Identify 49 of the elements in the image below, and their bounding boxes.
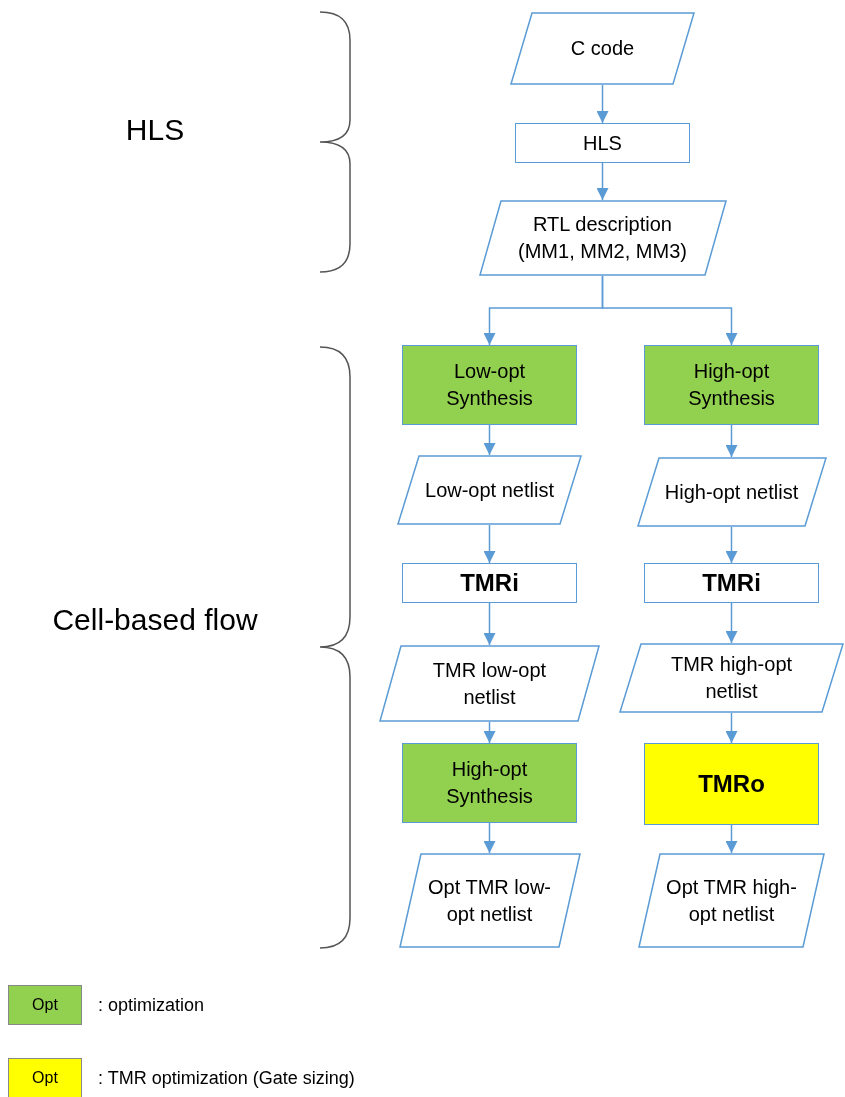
arrow <box>725 424 738 458</box>
node-label: TMRi <box>701 567 762 598</box>
node-label: High-opt netlist <box>663 479 800 505</box>
node-label: RTL description (MM1, MM2, MM3) <box>517 212 688 264</box>
swatch-label: Opt <box>32 995 58 1015</box>
arrow <box>596 162 609 201</box>
node-label: TMRi <box>459 567 520 598</box>
arrow <box>483 424 496 456</box>
node-label: TMRo <box>697 768 766 799</box>
legend-text: : optimization <box>98 993 205 1017</box>
process-box <box>515 123 690 163</box>
data-parallelogram <box>379 645 600 722</box>
node-label: TMR high-opt netlist <box>669 652 794 704</box>
node-label: C code <box>569 36 636 61</box>
arrow <box>483 822 496 854</box>
node-label: Low-opt Synthesis <box>445 359 534 411</box>
arrow <box>725 602 738 644</box>
process-box <box>402 563 577 603</box>
stage-label: Cell-based flow <box>51 602 259 638</box>
arrow <box>725 712 738 744</box>
node-label: High-opt Synthesis <box>687 359 776 411</box>
data-parallelogram <box>619 643 844 713</box>
data-parallelogram <box>510 12 695 85</box>
process-box <box>644 345 819 425</box>
arrow <box>483 721 496 744</box>
arrow <box>596 84 609 124</box>
data-parallelogram <box>638 853 825 948</box>
node-label: Opt TMR high-opt netlist <box>665 874 798 927</box>
node-label: HLS <box>582 130 623 156</box>
arrow <box>725 526 738 564</box>
data-parallelogram <box>397 455 582 525</box>
node-label: TMR low-opt netlist <box>431 657 548 710</box>
data-parallelogram <box>478 200 727 276</box>
arrow <box>601 275 738 346</box>
arrow <box>725 824 738 854</box>
data-parallelogram <box>398 853 581 948</box>
data-parallelogram <box>636 457 827 527</box>
swatch-label: Opt <box>32 1068 58 1088</box>
node-label: Opt TMR low-opt netlist <box>427 874 552 927</box>
stage-label: HLS <box>124 112 186 148</box>
arrow <box>483 602 496 646</box>
node-label: High-opt Synthesis <box>445 757 534 809</box>
process-box <box>402 743 577 823</box>
process-box <box>402 345 577 425</box>
arrow <box>483 524 496 564</box>
legend-text: : TMR optimization (Gate sizing) <box>98 1066 355 1090</box>
node-label: Low-opt netlist <box>424 477 555 503</box>
process-box <box>644 743 819 825</box>
process-box <box>644 563 819 603</box>
